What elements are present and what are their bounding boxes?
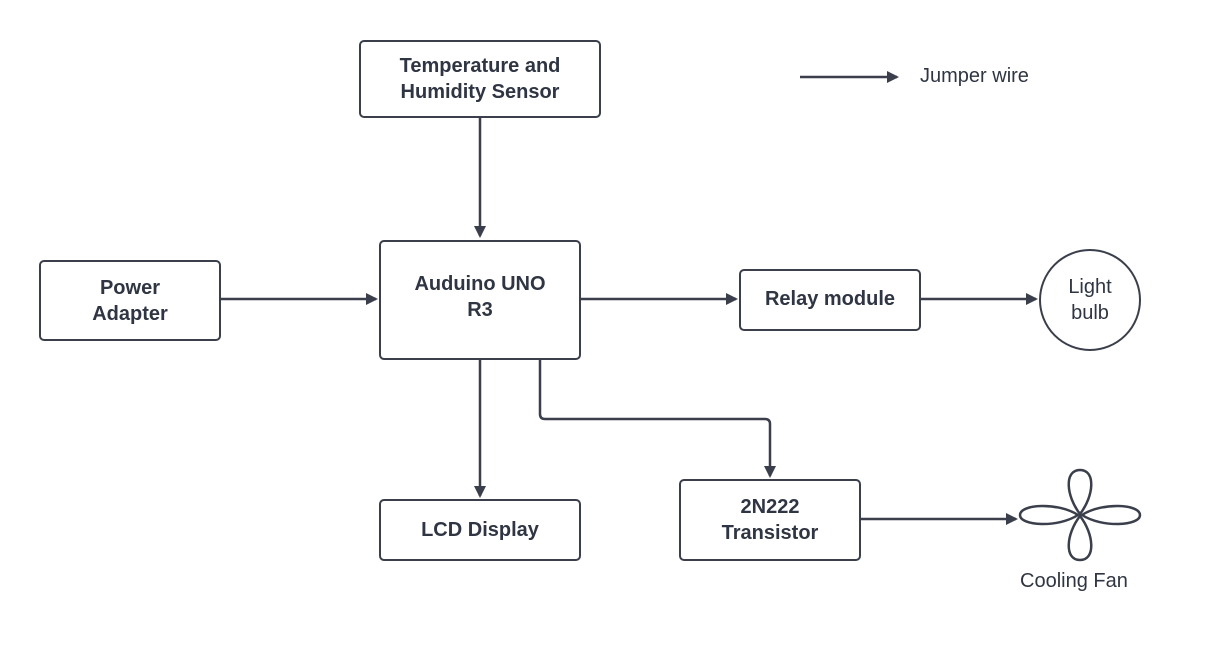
arduino-label: Auduino UNO R3	[414, 273, 546, 321]
relay-module-label: Relay module	[764, 288, 896, 310]
sensor-node: Temperature and Humidity Sensor	[359, 40, 601, 118]
transistor-label: 2N222 Transistor	[721, 496, 819, 544]
sensor-label: Temperature and Humidity Sensor	[399, 55, 561, 103]
cooling-fan-label: Cooling Fan	[1020, 570, 1128, 592]
power-adapter-node: Power Adapter	[39, 260, 221, 341]
transistor-node: 2N222 Transistor	[679, 479, 861, 561]
legend-label: Jumper wire	[920, 65, 1029, 87]
light-bulb-label: Light bulb	[1068, 276, 1112, 324]
power-adapter-label: Power Adapter	[92, 276, 168, 325]
light-bulb-node: Light bulb	[1039, 249, 1141, 351]
lcd-display-label: LCD Display	[421, 519, 539, 541]
lcd-display-node: LCD Display	[379, 499, 581, 561]
relay-module-node: Relay module	[739, 269, 921, 331]
edge-arduino-to-transistor	[538, 360, 776, 478]
fan-icon	[1018, 468, 1142, 562]
arduino-node: Auduino UNO R3	[379, 240, 581, 360]
